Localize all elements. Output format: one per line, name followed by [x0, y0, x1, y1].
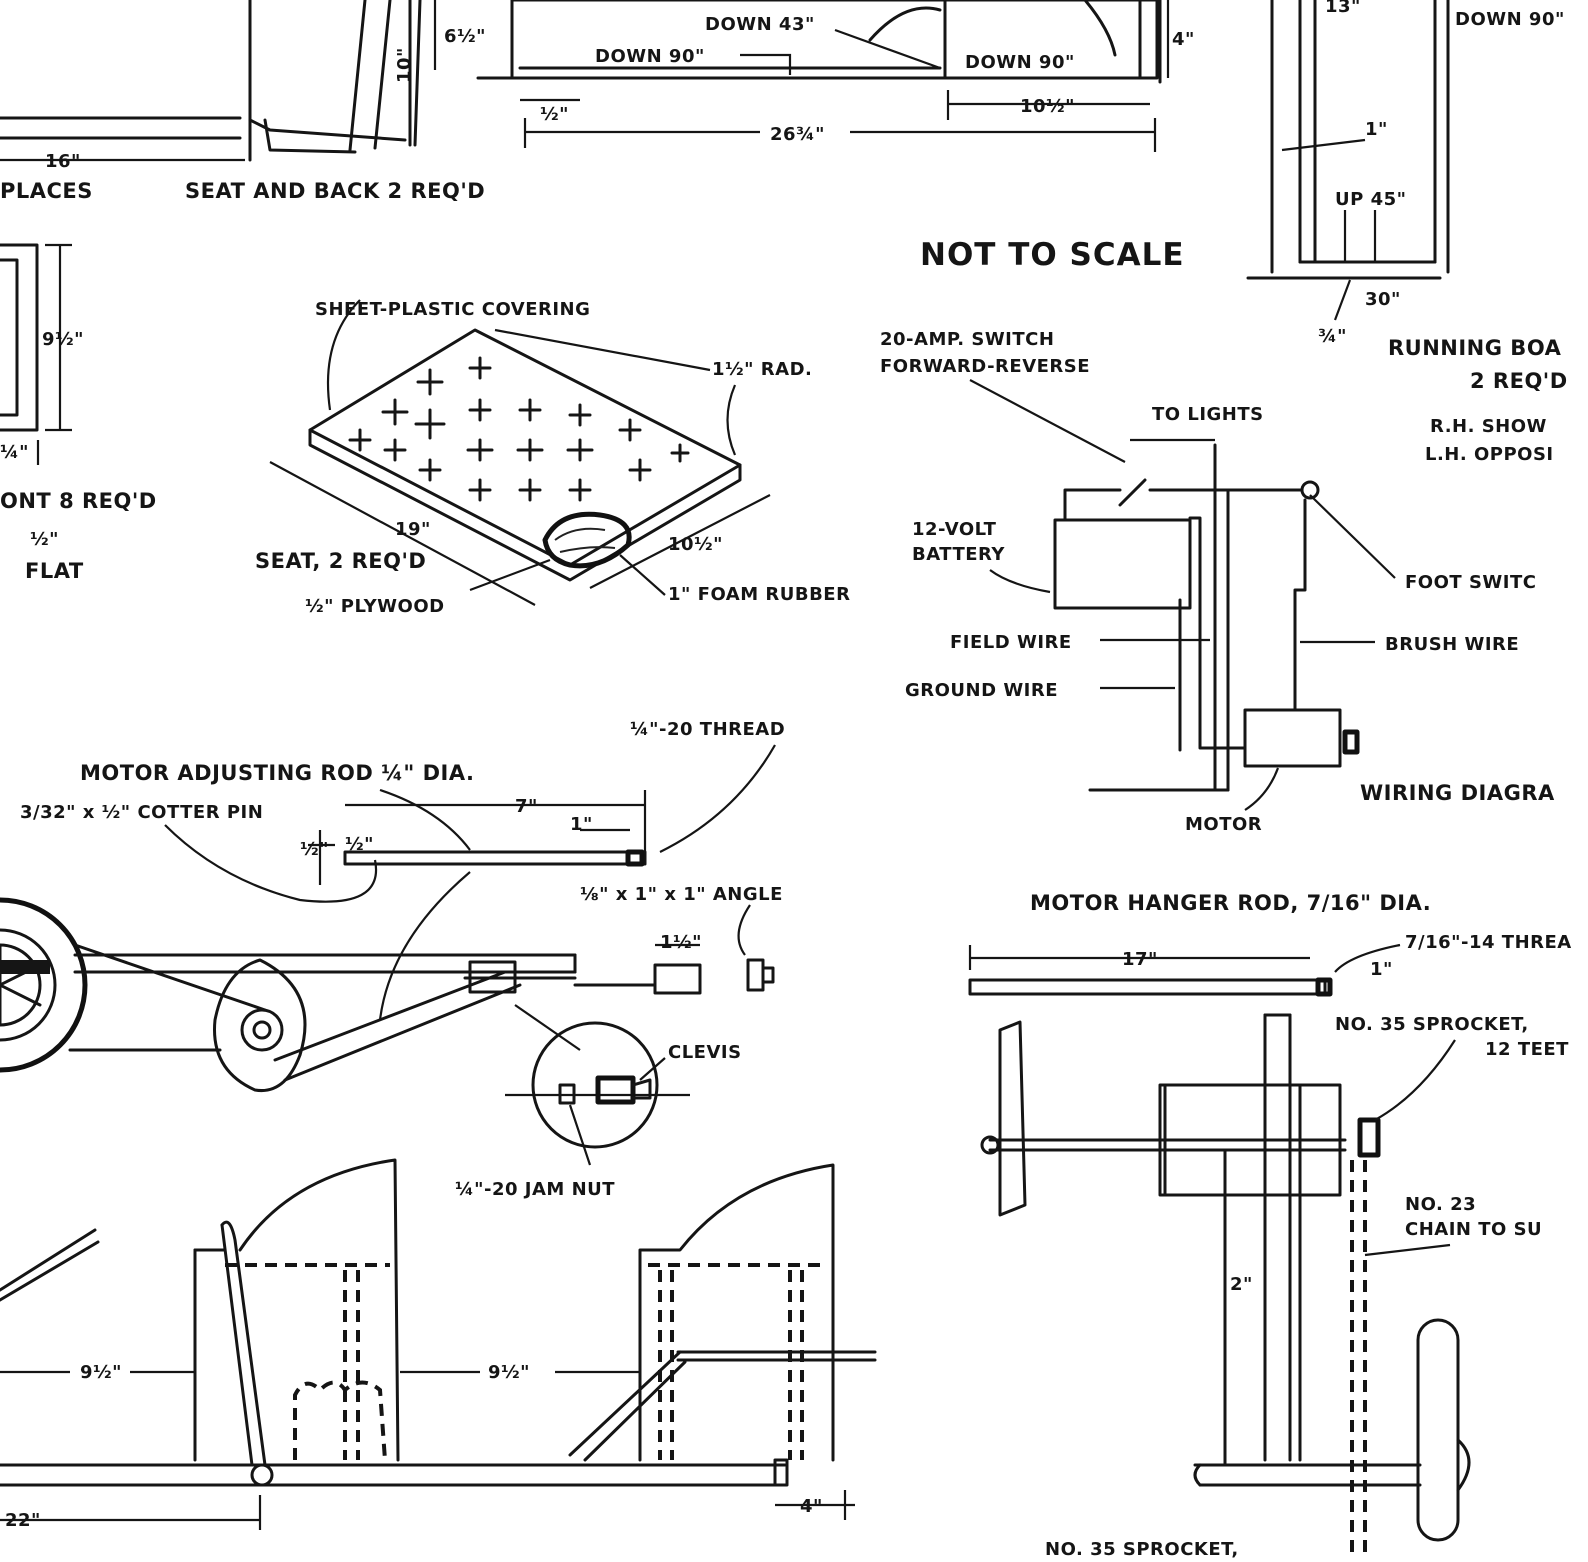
battery-label-1: 12-VOLT	[912, 519, 997, 540]
not-to-scale-title: NOT TO SCALE	[920, 237, 1185, 273]
dim-30: 30"	[1365, 289, 1401, 310]
motor-adjusting-rod-view: ¼"-20 THREAD MOTOR ADJUSTING ROD ¼" DIA.…	[0, 719, 785, 1200]
switch-label: 20-AMP. SWITCH	[880, 329, 1054, 350]
seat-and-back-label: SEAT AND BACK 2 REQ'D	[185, 179, 485, 203]
ground-wire-label: GROUND WIRE	[905, 680, 1058, 701]
running-board-label: RUNNING BOA	[1388, 336, 1562, 360]
seat-cushion-view: SHEET-PLASTIC COVERING 1½" RAD. 19" 10½"…	[255, 299, 850, 617]
dim-6half: 6½"	[444, 26, 486, 47]
sprocket-label-2: 12 TEET	[1485, 1039, 1569, 1060]
battery-label-2: BATTERY	[912, 544, 1005, 565]
dim-quarter-left: ¼"	[0, 442, 29, 463]
wiring-diagram-label: WIRING DIAGRA	[1360, 781, 1555, 805]
down-90-right: DOWN 90"	[1455, 9, 1565, 30]
dim-4: 4"	[1172, 29, 1195, 50]
dim-half: ½"	[540, 104, 569, 125]
dim-4-bottom: 4"	[800, 1496, 823, 1517]
hanger-dim-17: 17"	[1122, 949, 1158, 970]
cotter-pin-label: 3/32" x ½" COTTER PIN	[20, 802, 263, 823]
bent-sheet-view: DOWN 43" DOWN 90" DOWN 90" 4" ½" 10½" 26…	[476, 0, 1195, 152]
brush-wire-label: BRUSH WIRE	[1385, 634, 1519, 655]
wiring-diagram: 20-AMP. SWITCH FORWARD-REVERSE TO LIGHTS…	[880, 329, 1555, 835]
plywood-label: ½" PLYWOOD	[305, 596, 445, 617]
down-90-a: DOWN 90"	[595, 46, 705, 67]
lh-opposite: L.H. OPPOSI	[1425, 444, 1554, 465]
dim-9half-b: 9½"	[488, 1362, 530, 1383]
rh-show: R.H. SHOW	[1430, 416, 1547, 437]
seat-and-back-view: 16" PLACES SEAT AND BACK 2 REQ'D 10" 6½"	[0, 0, 486, 203]
hanger-thread: 7/16"-14 THREA	[1405, 932, 1572, 953]
dim-26: 26¾"	[770, 124, 825, 145]
angle-dim-1half: 1½"	[660, 932, 702, 953]
dim-22: 22"	[5, 1510, 41, 1531]
rod-dim-1: 1"	[570, 814, 593, 835]
field-wire-label: FIELD WIRE	[950, 632, 1072, 653]
motor-adjusting-rod-label: MOTOR ADJUSTING ROD ¼" DIA.	[80, 761, 474, 785]
rad-label: 1½" RAD.	[712, 359, 812, 380]
chain-label-1: NO. 23	[1405, 1194, 1476, 1215]
jam-nut-label: ¼"-20 JAM NUT	[455, 1179, 615, 1200]
motor-hanger-rod-view: MOTOR HANGER ROD, 7/16" DIA. 17" 7/16"-1…	[968, 891, 1572, 1560]
angle-label: ⅛" x 1" x 1" ANGLE	[580, 884, 783, 905]
dim-10half: 10½"	[1020, 96, 1075, 117]
half-label: ½"	[30, 529, 59, 550]
rod-dim-half-b: ½"	[345, 834, 374, 855]
chain-label-2: CHAIN TO SU	[1405, 1219, 1542, 1240]
dim-10: 10"	[394, 47, 415, 83]
thread-label: ¼"-20 THREAD	[630, 719, 785, 740]
body-frame-view: 9½" 9½" 22" 4"	[0, 1158, 877, 1531]
front-piece-view: 9½" ¼" ONT 8 REQ'D ½" FLAT	[0, 243, 157, 583]
sheet-plastic-covering: SHEET-PLASTIC COVERING	[315, 299, 590, 320]
motor-hanger-rod-label: MOTOR HANGER ROD, 7/16" DIA.	[1030, 891, 1431, 915]
clevis-label: CLEVIS	[668, 1042, 742, 1063]
seat-dim-19: 19"	[395, 519, 431, 540]
dim-quarter: ¾"	[1318, 326, 1347, 347]
down-43: DOWN 43"	[705, 14, 815, 35]
hanger-dim-1: 1"	[1370, 959, 1393, 980]
foot-switch-label: FOOT SWITC	[1405, 572, 1536, 593]
seat-label: SEAT, 2 REQ'D	[255, 549, 426, 573]
running-board-view: 13" 1" UP 45" 30" ¾" DOWN 90" RUNNING BO…	[1246, 0, 1568, 465]
rod-dim-7: 7"	[515, 796, 538, 817]
dim-9half-a: 9½"	[80, 1362, 122, 1383]
dim-1: 1"	[1365, 119, 1388, 140]
to-lights-label: TO LIGHTS	[1152, 404, 1264, 425]
rod-dim-half: ½"	[300, 839, 329, 860]
seat-dim-10half: 10½"	[668, 534, 723, 555]
flat-label: FLAT	[25, 559, 84, 583]
places-label: PLACES	[0, 179, 93, 203]
sprocket-bottom-label: NO. 35 SPROCKET,	[1045, 1539, 1239, 1560]
dim-16: 16"	[45, 151, 81, 172]
up-45: UP 45"	[1335, 189, 1407, 210]
dim-9half-left: 9½"	[42, 329, 84, 350]
motor-label: MOTOR	[1185, 814, 1262, 835]
running-board-req: 2 REQ'D	[1470, 369, 1568, 393]
sprocket-label-1: NO. 35 SPROCKET,	[1335, 1014, 1529, 1035]
dim-13: 13"	[1325, 0, 1361, 17]
foam-rubber-label: 1" FOAM RUBBER	[668, 584, 850, 605]
front-label: ONT 8 REQ'D	[0, 489, 157, 513]
forward-reverse-label: FORWARD-REVERSE	[880, 356, 1090, 377]
hanger-dim-2: 2"	[1230, 1274, 1253, 1295]
down-90-b: DOWN 90"	[965, 52, 1075, 73]
